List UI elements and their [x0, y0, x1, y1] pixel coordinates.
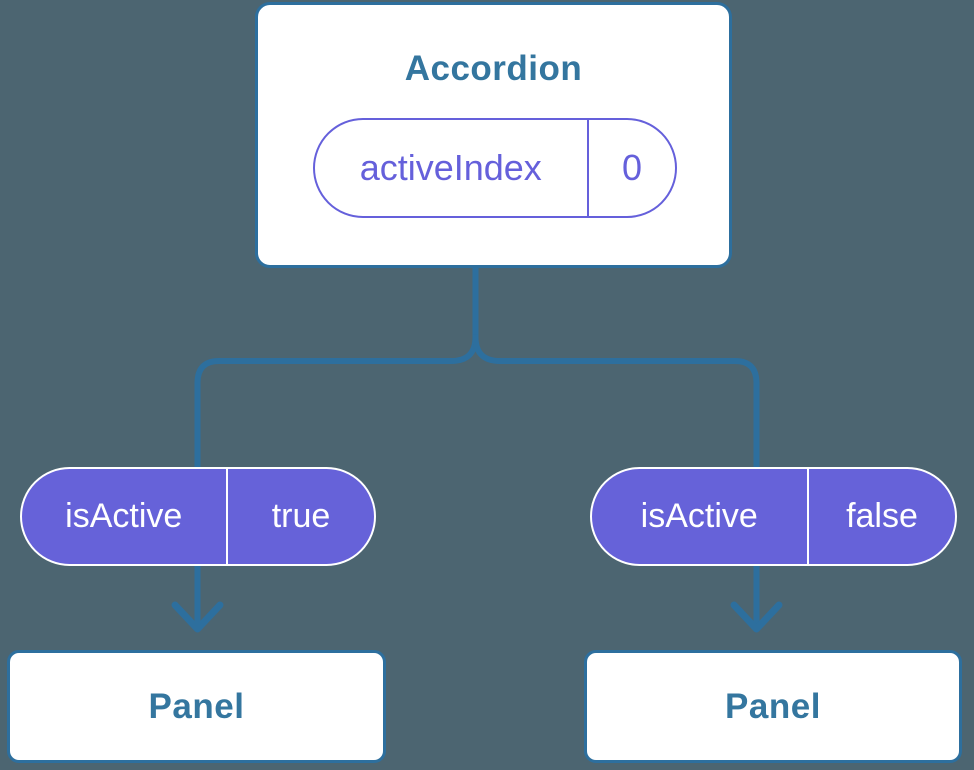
prop-name-label: activeIndex: [359, 147, 542, 188]
pill-divider: [225, 469, 228, 564]
pill-divider: [586, 120, 589, 216]
state-prop-pill: activeIndex 0: [313, 118, 677, 218]
prop-pill-left: isActive true: [20, 467, 376, 566]
prop-name-label: isActive: [640, 497, 758, 535]
prop-name-label: isActive: [65, 497, 183, 535]
accordion-node: Accordion activeIndex 0: [255, 2, 732, 268]
panel-title: Panel: [725, 686, 821, 726]
prop-pill-right: isActive false: [590, 467, 957, 566]
accordion-title: Accordion: [404, 49, 583, 88]
arrow-down-icon: [171, 601, 224, 633]
edge-left-branch: [194, 334, 479, 630]
arrow-down-icon: [730, 601, 783, 633]
pill-divider: [806, 469, 809, 564]
prop-value-label: 0: [621, 147, 643, 188]
panel-title: Panel: [148, 686, 245, 726]
edge-right-branch: [472, 334, 760, 630]
prop-value-label: false: [846, 497, 918, 535]
prop-value-label: true: [271, 497, 331, 535]
panel-node-right: Panel: [584, 650, 962, 763]
panel-node-left: Panel: [7, 650, 386, 763]
